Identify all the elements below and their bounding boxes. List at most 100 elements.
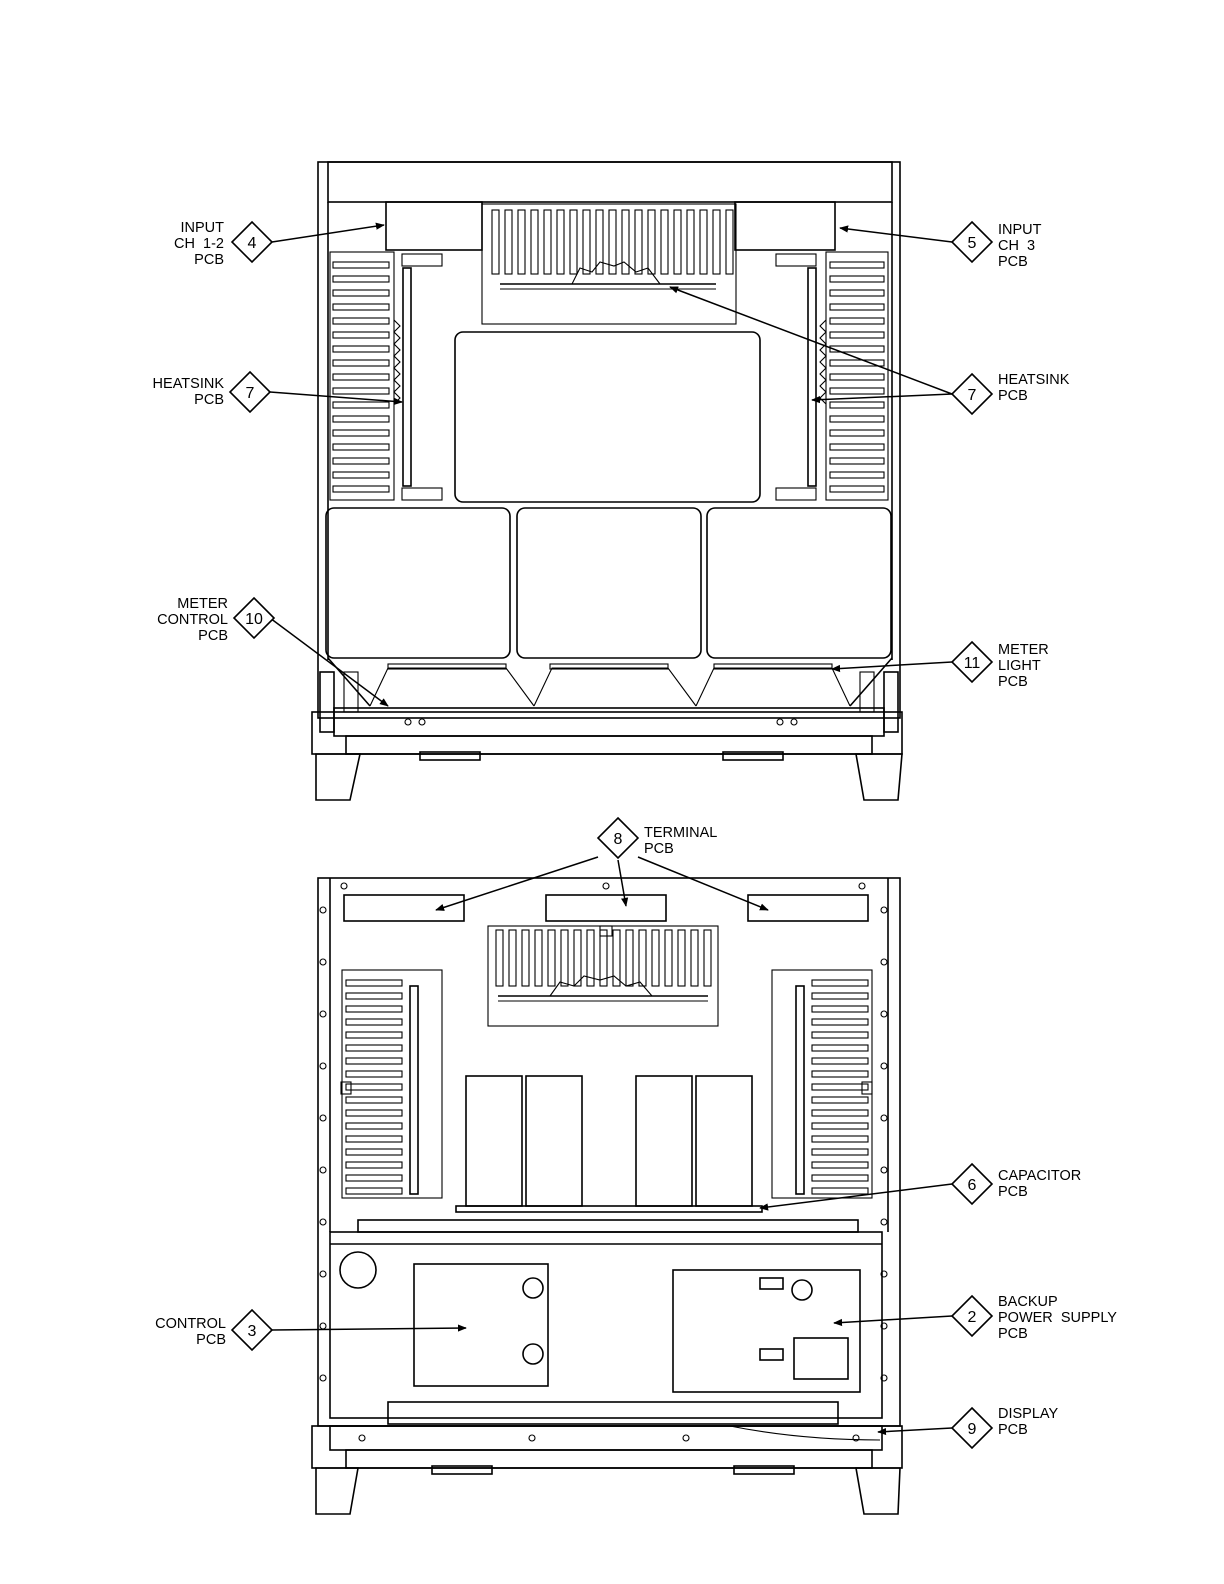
mounting-hole xyxy=(320,959,326,965)
mounting-hole xyxy=(320,1011,326,1017)
heatsink-fin xyxy=(830,276,884,282)
callout-8: 8 TERMINAL PCB xyxy=(598,818,717,858)
heatsink-fin xyxy=(333,332,389,338)
heatsink-fin xyxy=(812,1136,868,1142)
heatsink-fin xyxy=(570,210,577,274)
heatsink-fin xyxy=(830,458,884,464)
capacitor xyxy=(696,1076,752,1206)
heatsink-fin xyxy=(674,210,681,274)
callout-label-line: HEATSINK xyxy=(153,376,225,392)
heatsink-fin xyxy=(622,210,629,274)
mounting-hole xyxy=(320,1323,326,1329)
heatsink-fin xyxy=(518,210,525,274)
callout-label-line: PCB xyxy=(196,1332,226,1348)
heatsink-fin xyxy=(812,1110,868,1116)
heatsink-fin xyxy=(346,1097,402,1103)
heatsink-fin xyxy=(346,980,402,986)
top-left-heatsink xyxy=(330,252,442,500)
top-unit-view xyxy=(312,162,902,800)
heatsink-fin xyxy=(346,1123,402,1129)
heatsink-fin xyxy=(830,486,884,492)
heatsink-fin xyxy=(812,1032,868,1038)
heatsink-fin xyxy=(333,388,389,394)
heatsink-fin xyxy=(346,1006,402,1012)
callout-2: 2 BACKUP POWER SUPPLY PCB xyxy=(952,1294,1117,1342)
heatsink-fin xyxy=(678,930,685,986)
heatsink-fin xyxy=(333,360,389,366)
callout-label-line: PCB xyxy=(998,1326,1028,1342)
heatsink-fin xyxy=(665,930,672,986)
heatsink-fin xyxy=(812,1188,868,1194)
heatsink-fin xyxy=(812,1019,868,1025)
heatsink-fin xyxy=(830,472,884,478)
heatsink-fin xyxy=(333,262,389,268)
callout-number: 5 xyxy=(968,235,977,252)
callout-label-line: POWER SUPPLY xyxy=(998,1310,1117,1326)
bottom-unit-view xyxy=(312,878,902,1514)
heatsink-fin xyxy=(639,930,646,986)
mounting-hole xyxy=(859,883,865,889)
heatsink-fin xyxy=(333,346,389,352)
heatsink-fin xyxy=(812,1084,868,1090)
mounting-hole xyxy=(881,1219,887,1225)
mounting-hole xyxy=(320,1375,326,1381)
input-ch12-pcb xyxy=(386,202,482,250)
heatsink-fin xyxy=(812,1058,868,1064)
heatsink-fin xyxy=(812,1175,868,1181)
heatsink-fin xyxy=(333,304,389,310)
callout-7-left: 7 HEATSINK PCB xyxy=(153,372,270,412)
heatsink-fin xyxy=(346,1019,402,1025)
heatsink-fin xyxy=(333,318,389,324)
heatsink-fin xyxy=(346,1162,402,1168)
heatsink-fin xyxy=(346,993,402,999)
callout-number: 7 xyxy=(968,387,977,404)
callout-5: 5 INPUT CH 3 PCB xyxy=(952,222,1042,270)
heatsink-fin xyxy=(830,402,884,408)
callout-7-right: 7 HEATSINK PCB xyxy=(952,372,1070,414)
heatsink-fin xyxy=(726,210,733,274)
capacitor xyxy=(466,1076,522,1206)
heatsink-fin xyxy=(812,1123,868,1129)
callout-label-line: CH 1-2 xyxy=(174,236,224,252)
callout-label-line: PCB xyxy=(198,628,228,644)
heatsink-fin xyxy=(830,444,884,450)
heatsink-fin xyxy=(648,210,655,274)
heatsink-fin xyxy=(830,262,884,268)
callout-number: 6 xyxy=(968,1177,977,1194)
mounting-hole xyxy=(320,1063,326,1069)
mounting-hole xyxy=(881,1011,887,1017)
heatsink-fin xyxy=(830,290,884,296)
control-pcb xyxy=(414,1264,548,1386)
heatsink-fin xyxy=(830,318,884,324)
callout-number: 4 xyxy=(248,235,257,252)
mounting-hole xyxy=(320,1167,326,1173)
mounting-hole xyxy=(320,1219,326,1225)
mounting-hole xyxy=(881,1167,887,1173)
mounting-hole xyxy=(341,883,347,889)
heatsink-fin xyxy=(333,290,389,296)
heatsink-fin xyxy=(333,458,389,464)
heatsink-fin xyxy=(812,993,868,999)
callout-label-line: INPUT xyxy=(181,220,225,236)
heatsink-fin xyxy=(812,980,868,986)
callout-number: 2 xyxy=(968,1309,977,1326)
heatsink-fin xyxy=(333,430,389,436)
callout-9: 9 DISPLAY PCB xyxy=(952,1406,1059,1448)
mounting-hole xyxy=(320,907,326,913)
callout-label-line: BACKUP xyxy=(998,1294,1058,1310)
mounting-hole xyxy=(603,883,609,889)
top-right-heatsink xyxy=(776,252,888,500)
callout-4: 4 INPUT CH 1-2 PCB xyxy=(174,220,272,268)
mounting-hole xyxy=(881,907,887,913)
callout-label-line: PCB xyxy=(998,674,1028,690)
mounting-hole xyxy=(881,959,887,965)
callout-label-line: PCB xyxy=(998,254,1028,270)
callout-number: 9 xyxy=(968,1421,977,1438)
rear-left-heatsink xyxy=(341,970,442,1198)
mounting-hole xyxy=(881,1115,887,1121)
callout-10: 10 METER CONTROL PCB xyxy=(157,596,274,644)
callout-3: 3 CONTROL PCB xyxy=(155,1310,272,1350)
callout-number: 11 xyxy=(964,655,981,672)
callout-number: 7 xyxy=(246,385,255,402)
